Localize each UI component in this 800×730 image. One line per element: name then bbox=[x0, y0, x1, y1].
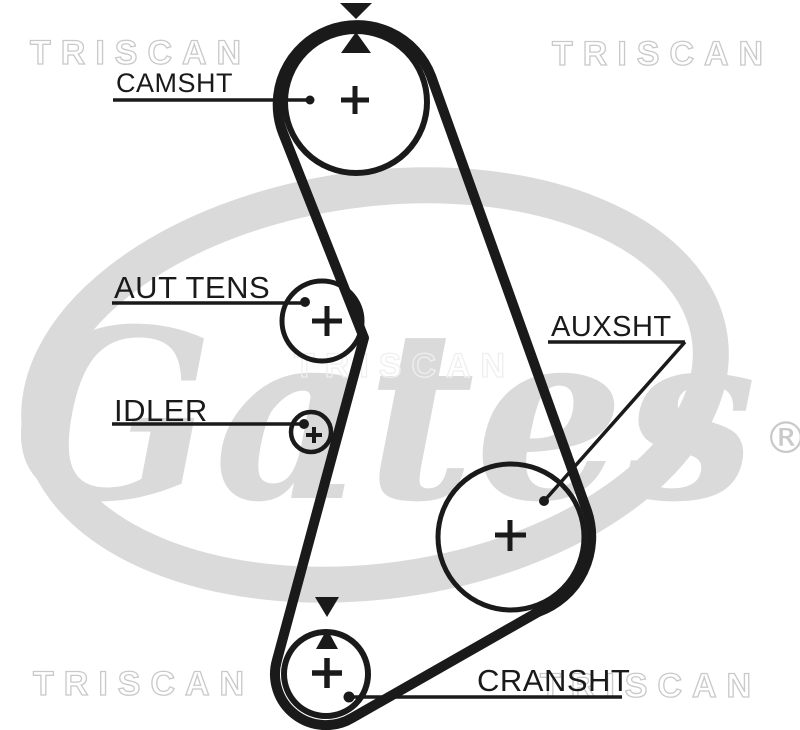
gates-watermark: Gates ® bbox=[13, 167, 800, 603]
triscan-watermark-center: TRISCAN bbox=[294, 347, 515, 385]
auxiliary-shaft-center-cross-icon bbox=[495, 520, 526, 551]
registered-trademark-icon: ® bbox=[764, 413, 800, 464]
gates-logo-script: Gates bbox=[13, 278, 756, 554]
idler-center-cross-icon bbox=[306, 427, 322, 443]
auxiliary-shaft-pulley bbox=[435, 461, 587, 613]
pulleys bbox=[279, 28, 587, 719]
auxiliary-shaft-leader-diagonal bbox=[543, 340, 687, 502]
crankshaft-center-cross-icon bbox=[312, 658, 342, 688]
triscan-watermark-bottom-left: TRISCAN bbox=[33, 665, 254, 703]
idler-leader-dot bbox=[299, 419, 309, 429]
camshaft-pulley bbox=[282, 28, 430, 176]
triscan-watermarks: TRISCAN TRISCAN TRISCAN TRISCAN TRISCAN bbox=[29, 33, 773, 705]
crankshaft-leader-dot bbox=[343, 691, 355, 703]
camshaft-center-cross-icon bbox=[341, 86, 369, 114]
auxiliary-shaft-label: AUXSHT bbox=[551, 311, 672, 343]
gates-logo-ring bbox=[21, 167, 729, 603]
triscan-watermark-top-left: TRISCAN bbox=[30, 34, 251, 72]
idler-label: IDLER bbox=[114, 393, 208, 428]
timing-belt bbox=[270, 20, 597, 730]
labels: CAMSHT AUT TENS IDLER AUXSHT CRANSHT bbox=[114, 68, 672, 698]
tensioner-label: AUT TENS bbox=[114, 270, 270, 305]
idler-pulley bbox=[288, 409, 334, 455]
camshaft-timing-mark-down-icon bbox=[340, 3, 372, 19]
tensioner-leader-dot bbox=[300, 297, 310, 307]
auxiliary-shaft-leader-dot bbox=[539, 496, 549, 506]
camshaft-label: CAMSHT bbox=[116, 68, 233, 98]
timing-marks bbox=[315, 3, 372, 649]
crankshaft-timing-mark-down-icon bbox=[315, 597, 339, 617]
camshaft-timing-mark-up-icon bbox=[341, 32, 371, 53]
tensioner-center-cross-icon bbox=[312, 306, 342, 336]
crankshaft-label: CRANSHT bbox=[477, 663, 630, 698]
triscan-watermark-bottom-right: TRISCAN bbox=[540, 667, 761, 705]
crankshaft-timing-mark-up-icon bbox=[316, 629, 338, 649]
triscan-watermark-top-right: TRISCAN bbox=[552, 35, 773, 73]
leader-lines bbox=[112, 95, 687, 703]
camshaft-leader-dot bbox=[305, 95, 315, 105]
